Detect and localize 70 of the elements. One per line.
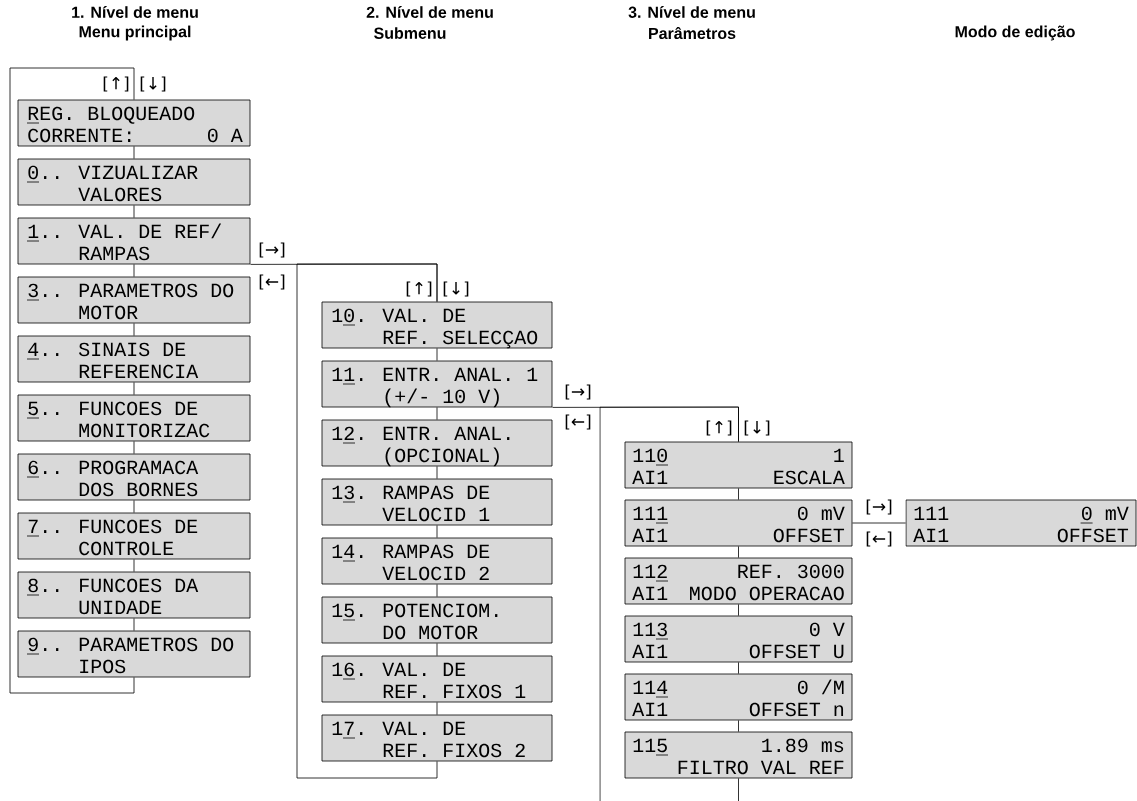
menu-box: 6.. PROGRAMACA DOS BORNES (17, 453, 251, 501)
menu-box: 17. VAL. DE REF. FIXOS 2 (321, 714, 553, 762)
menu-box: 3.. PARAMETROS DO MOTOR (17, 276, 251, 324)
key-label: [←] (259, 274, 285, 290)
menu-box: 8.. FUNCOES DA UNIDADE (17, 571, 251, 619)
key-label: [→] (866, 499, 892, 515)
connector-line (436, 407, 438, 420)
menu-box: 14. RAMPAS DE VELOCID 2 (321, 537, 553, 585)
menu-box: 13. RAMPAS DE VELOCID 1 (321, 478, 553, 526)
connector-line (133, 618, 135, 631)
key-label: [←] (866, 531, 892, 547)
menu-box: 11. ENTR. ANAL. 1 (+/- 10 V) (321, 360, 553, 408)
connector-line (738, 604, 739, 616)
connector-line (436, 702, 438, 715)
column-heading: Modo de edição (955, 25, 1075, 41)
connector-line (436, 466, 438, 479)
connector-line (436, 643, 438, 656)
key-label: [←] (565, 414, 591, 430)
connector-line (738, 546, 739, 558)
connector-line (133, 205, 135, 218)
connector-line (133, 500, 135, 513)
connector-line (738, 778, 739, 801)
connector-line (133, 382, 135, 395)
connector-line (133, 264, 135, 277)
menu-box: 1.. VAL. DE REF/ RAMPAS (17, 217, 251, 265)
menu-box: 7.. FUNCOES DE CONTROLE (17, 512, 251, 560)
column-heading: 3. Nível de menu (628, 6, 755, 18)
connector-line (133, 146, 135, 159)
connector-line (738, 720, 739, 732)
display-box: REG. BLOQUEADO CORRENTE: 0 A (17, 99, 251, 147)
connector-line (738, 488, 739, 500)
menu-box: 16. VAL. DE REF. FIXOS 1 (321, 655, 553, 703)
connector-line (9, 67, 135, 694)
connector-line (599, 406, 739, 801)
menu-box: 9.. PARAMETROS DO IPOS (17, 630, 251, 678)
parameter-box: 111 0 mV AI1 OFFSET (905, 499, 1137, 547)
menu-box: 15. POTENCIOM. DO MOTOR (321, 596, 553, 644)
connector-line (436, 525, 438, 538)
menu-box: 10. VAL. DE REF. SELECÇAO (321, 301, 553, 349)
parameter-box: 112 REF. 3000 AI1 MODO OPERACAO (624, 557, 853, 605)
menu-box: 0.. VIZUALIZAR VALORES (17, 158, 251, 206)
connector-line (296, 263, 438, 779)
key-label: [↑] (103, 76, 129, 92)
connector-line (738, 662, 739, 674)
connector-line (436, 584, 438, 597)
connector-line (133, 323, 135, 336)
parameter-box: 111 0 mV AI1 OFFSET (624, 499, 853, 547)
connector-line (133, 559, 135, 572)
key-label: [→] (565, 384, 591, 400)
key-label: [↓] (140, 76, 166, 92)
menu-box: 5.. FUNCOES DE MONITORIZAC (17, 394, 251, 442)
connector-line (852, 522, 906, 524)
key-label: [↓] (744, 420, 770, 436)
column-heading: Submenu (374, 27, 446, 39)
key-label: [↓] (443, 281, 469, 297)
key-label: [→] (259, 242, 285, 258)
connector-line (436, 348, 438, 361)
menu-box: 4.. SINAIS DE REFERENCIA (17, 335, 251, 383)
connector-line (133, 441, 135, 454)
column-heading: Parâmetros (649, 26, 736, 40)
key-label: [↑] (706, 420, 732, 436)
parameter-box: 114 0 /M AI1 OFFSET n (624, 673, 853, 721)
parameter-box: 115 1.89 ms FILTRO VAL REF (624, 731, 853, 779)
menu-box: 12. ENTR. ANAL. (OPCIONAL) (321, 419, 553, 467)
parameter-box: 113 0 V AI1 OFFSET U (624, 615, 853, 663)
column-heading: 2. Nível de menu (366, 6, 493, 18)
key-label: [↑] (406, 281, 432, 297)
parameter-box: 110 1 AI1 ESCALA (624, 441, 853, 489)
column-heading: Menu principal (79, 25, 191, 41)
column-heading: 1. Nível de menu (72, 6, 198, 18)
